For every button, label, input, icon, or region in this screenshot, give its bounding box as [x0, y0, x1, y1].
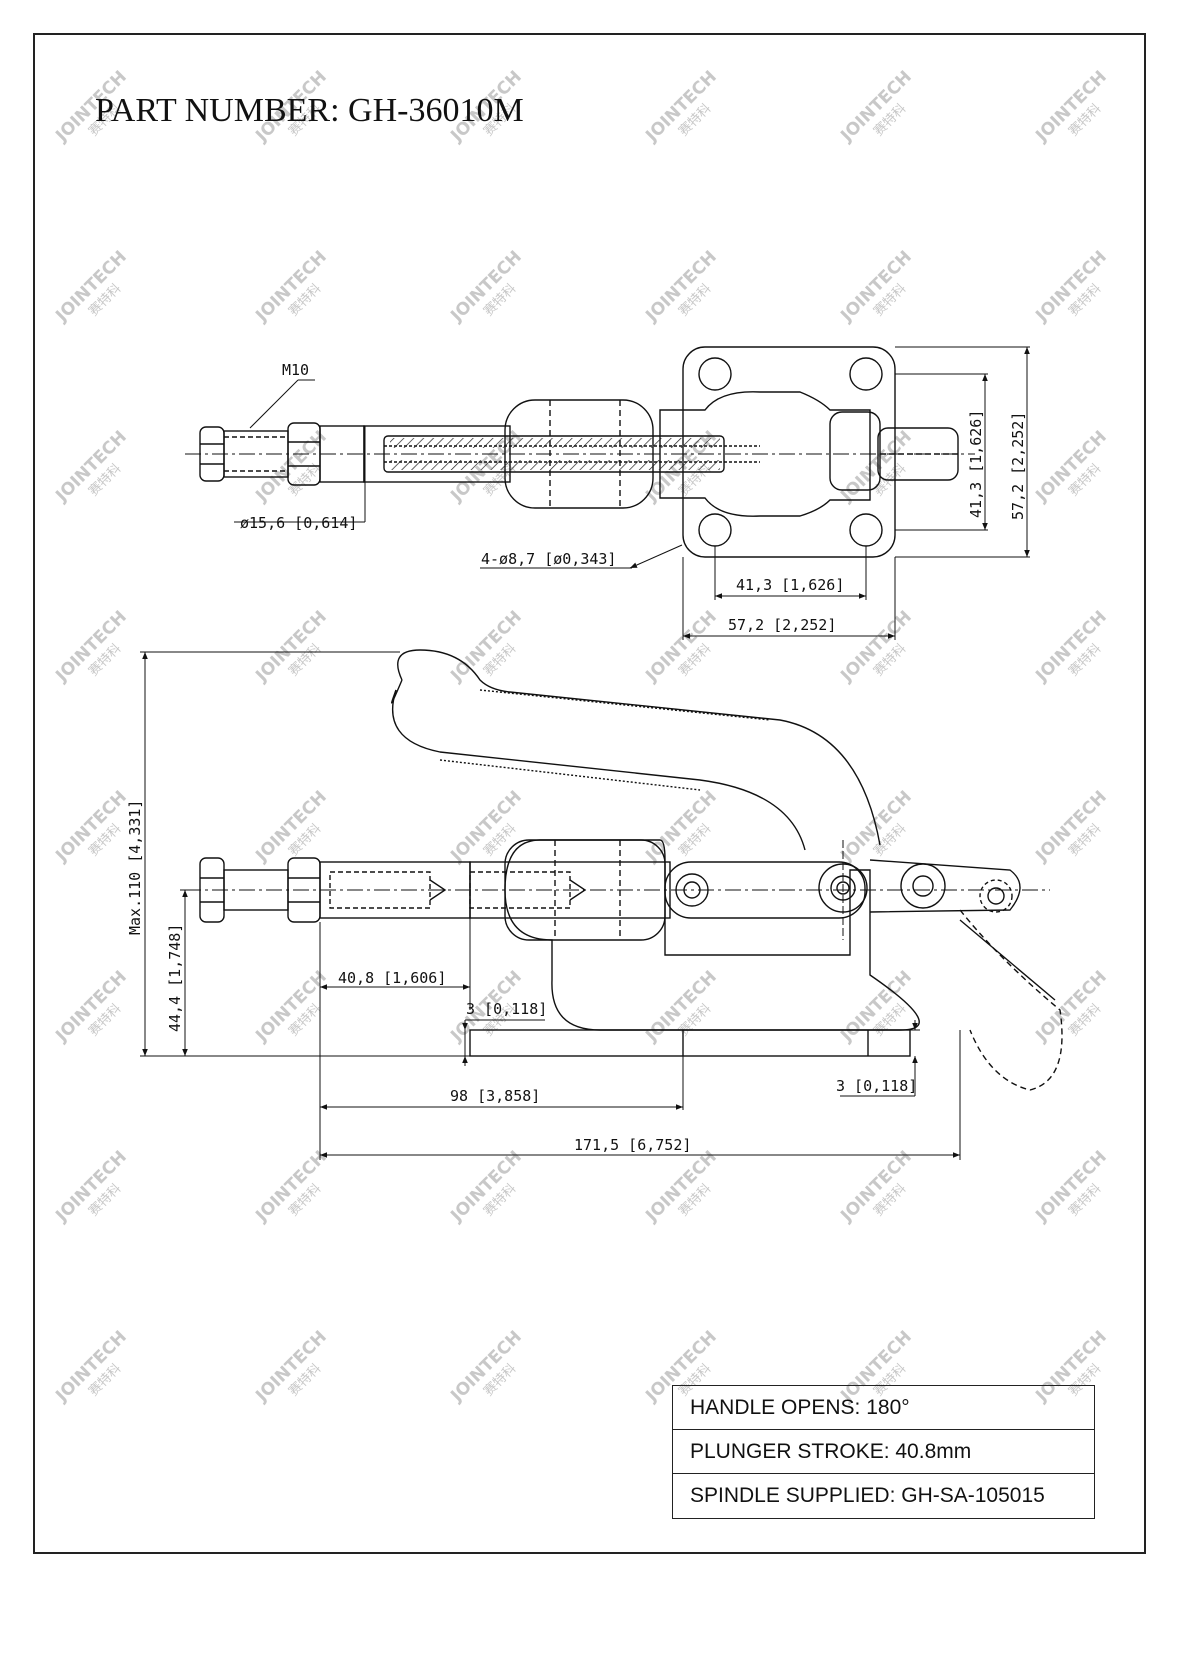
axis-height-label: 44,4 [1,748] — [166, 924, 184, 1032]
spec-spindle-supplied: SPINDLE SUPPLIED: GH-SA-105015 — [690, 1484, 1045, 1507]
spec-handle-opens: HANDLE OPENS: 180° — [673, 1386, 1094, 1430]
side-view-dimensions — [140, 651, 961, 1160]
plunger-diameter-label: ø15,6 [0,614] — [240, 514, 357, 532]
part-number-title: PART NUMBER: GH-36010M — [95, 92, 524, 129]
thread-label: M10 — [282, 361, 309, 379]
hole-spacing-h-label: 41,3 [1,626] — [736, 576, 844, 594]
spec-table: HANDLE OPENS: 180° PLUNGER STROKE: 40.8m… — [672, 1385, 1095, 1519]
base-length-label: 98 [3,858] — [450, 1087, 540, 1105]
top-view — [185, 346, 975, 558]
base-thickness-right-label: 3 [0,118] — [836, 1077, 917, 1095]
base-width-h-label: 57,2 [2,252] — [728, 616, 836, 634]
stroke-label: 40,8 [1,606] — [338, 969, 446, 987]
max-height-label: Max.110 [4,331] — [126, 800, 144, 935]
base-width-v-label: 57,2 [2,252] — [1009, 412, 1027, 520]
overall-length-label: 171,5 [6,752] — [574, 1136, 691, 1154]
side-view — [185, 649, 1063, 1091]
drawing-border — [33, 33, 1146, 1554]
spec-plunger-stroke: PLUNGER STROKE: 40.8mm — [673, 1430, 1094, 1474]
base-thickness-left-label: 3 [0,118] — [466, 1000, 547, 1018]
hole-spacing-v-label: 41,3 [1,626] — [967, 410, 985, 518]
top-view-dimensions — [234, 346, 1030, 640]
holes-label: 4-ø8,7 [ø0,343] — [481, 550, 616, 568]
